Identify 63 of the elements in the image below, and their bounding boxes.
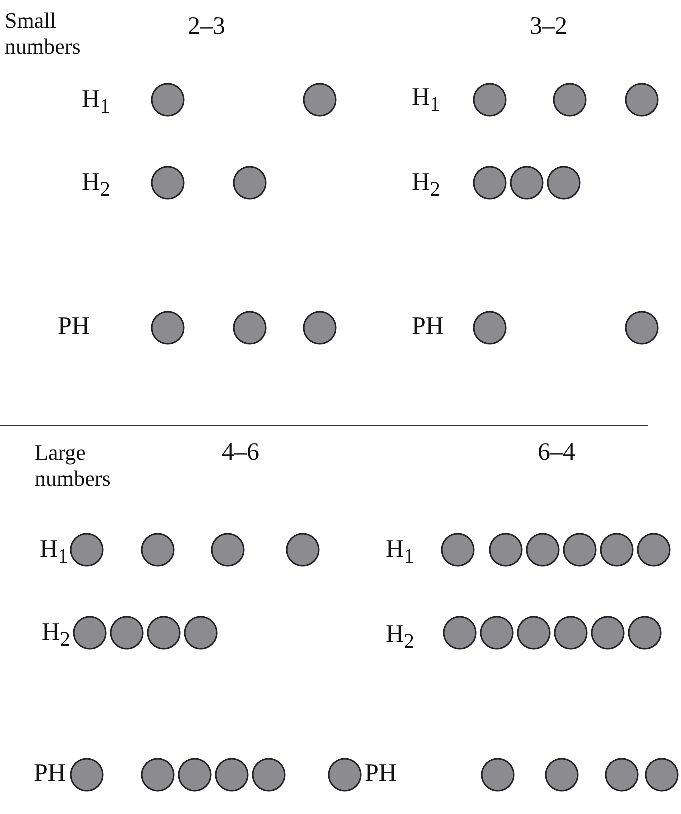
- circle-marker: [252, 758, 286, 792]
- circle-marker: [303, 83, 337, 117]
- row-label: PH: [412, 314, 444, 340]
- circle-marker: [70, 758, 104, 792]
- circle-marker: [233, 311, 267, 345]
- section-heading: Large numbers: [35, 440, 112, 492]
- row-label: H$_{1}$: [412, 85, 440, 117]
- circle-marker: [517, 616, 551, 650]
- circle-marker: [605, 758, 639, 792]
- circle-marker: [303, 311, 337, 345]
- circle-marker: [645, 758, 679, 792]
- circle-marker: [151, 83, 185, 117]
- circle-marker: [547, 166, 581, 200]
- circle-marker: [141, 758, 175, 792]
- circle-marker: [141, 533, 175, 567]
- circle-marker: [178, 758, 212, 792]
- row-label: H$_{1}$: [40, 537, 68, 569]
- circle-marker: [545, 758, 579, 792]
- circle-marker: [151, 166, 185, 200]
- row-label: H$_{2}$: [386, 622, 414, 654]
- row-label: H$_{2}$: [82, 170, 110, 202]
- circle-marker: [211, 533, 245, 567]
- circle-marker: [473, 166, 507, 200]
- circle-marker: [489, 533, 523, 567]
- circle-marker: [563, 533, 597, 567]
- circle-marker: [328, 758, 362, 792]
- row-label: PH: [34, 761, 66, 787]
- row-label: H$_{1}$: [82, 87, 110, 119]
- circle-marker: [443, 616, 477, 650]
- circle-marker: [554, 616, 588, 650]
- circle-marker: [286, 533, 320, 567]
- circle-marker: [70, 533, 104, 567]
- circle-marker: [480, 616, 514, 650]
- circle-marker: [553, 83, 587, 117]
- circle-marker: [184, 616, 218, 650]
- column-heading: 6–4: [538, 440, 576, 466]
- circle-marker: [473, 311, 507, 345]
- circle-marker: [526, 533, 560, 567]
- row-label: PH: [365, 761, 397, 787]
- circle-marker: [510, 166, 544, 200]
- row-label: H$_{2}$: [42, 620, 70, 652]
- column-heading: 2–3: [188, 14, 226, 40]
- column-heading: 3–2: [530, 14, 568, 40]
- circle-marker: [233, 166, 267, 200]
- row-label: PH: [58, 314, 90, 340]
- circle-marker: [637, 533, 671, 567]
- circle-marker: [441, 533, 475, 567]
- circle-marker: [625, 311, 659, 345]
- circle-marker: [591, 616, 625, 650]
- circle-marker: [73, 616, 107, 650]
- column-heading: 4–6: [222, 440, 260, 466]
- circle-marker: [473, 83, 507, 117]
- section-heading: Small numbers: [5, 8, 82, 60]
- circle-marker: [481, 758, 515, 792]
- circle-marker: [625, 83, 659, 117]
- circle-marker: [151, 311, 185, 345]
- circle-marker: [628, 616, 662, 650]
- circle-marker: [215, 758, 249, 792]
- row-label: H$_{2}$: [412, 170, 440, 202]
- circle-marker: [600, 533, 634, 567]
- row-label: H$_{1}$: [386, 537, 414, 569]
- circle-marker: [110, 616, 144, 650]
- circle-marker: [147, 616, 181, 650]
